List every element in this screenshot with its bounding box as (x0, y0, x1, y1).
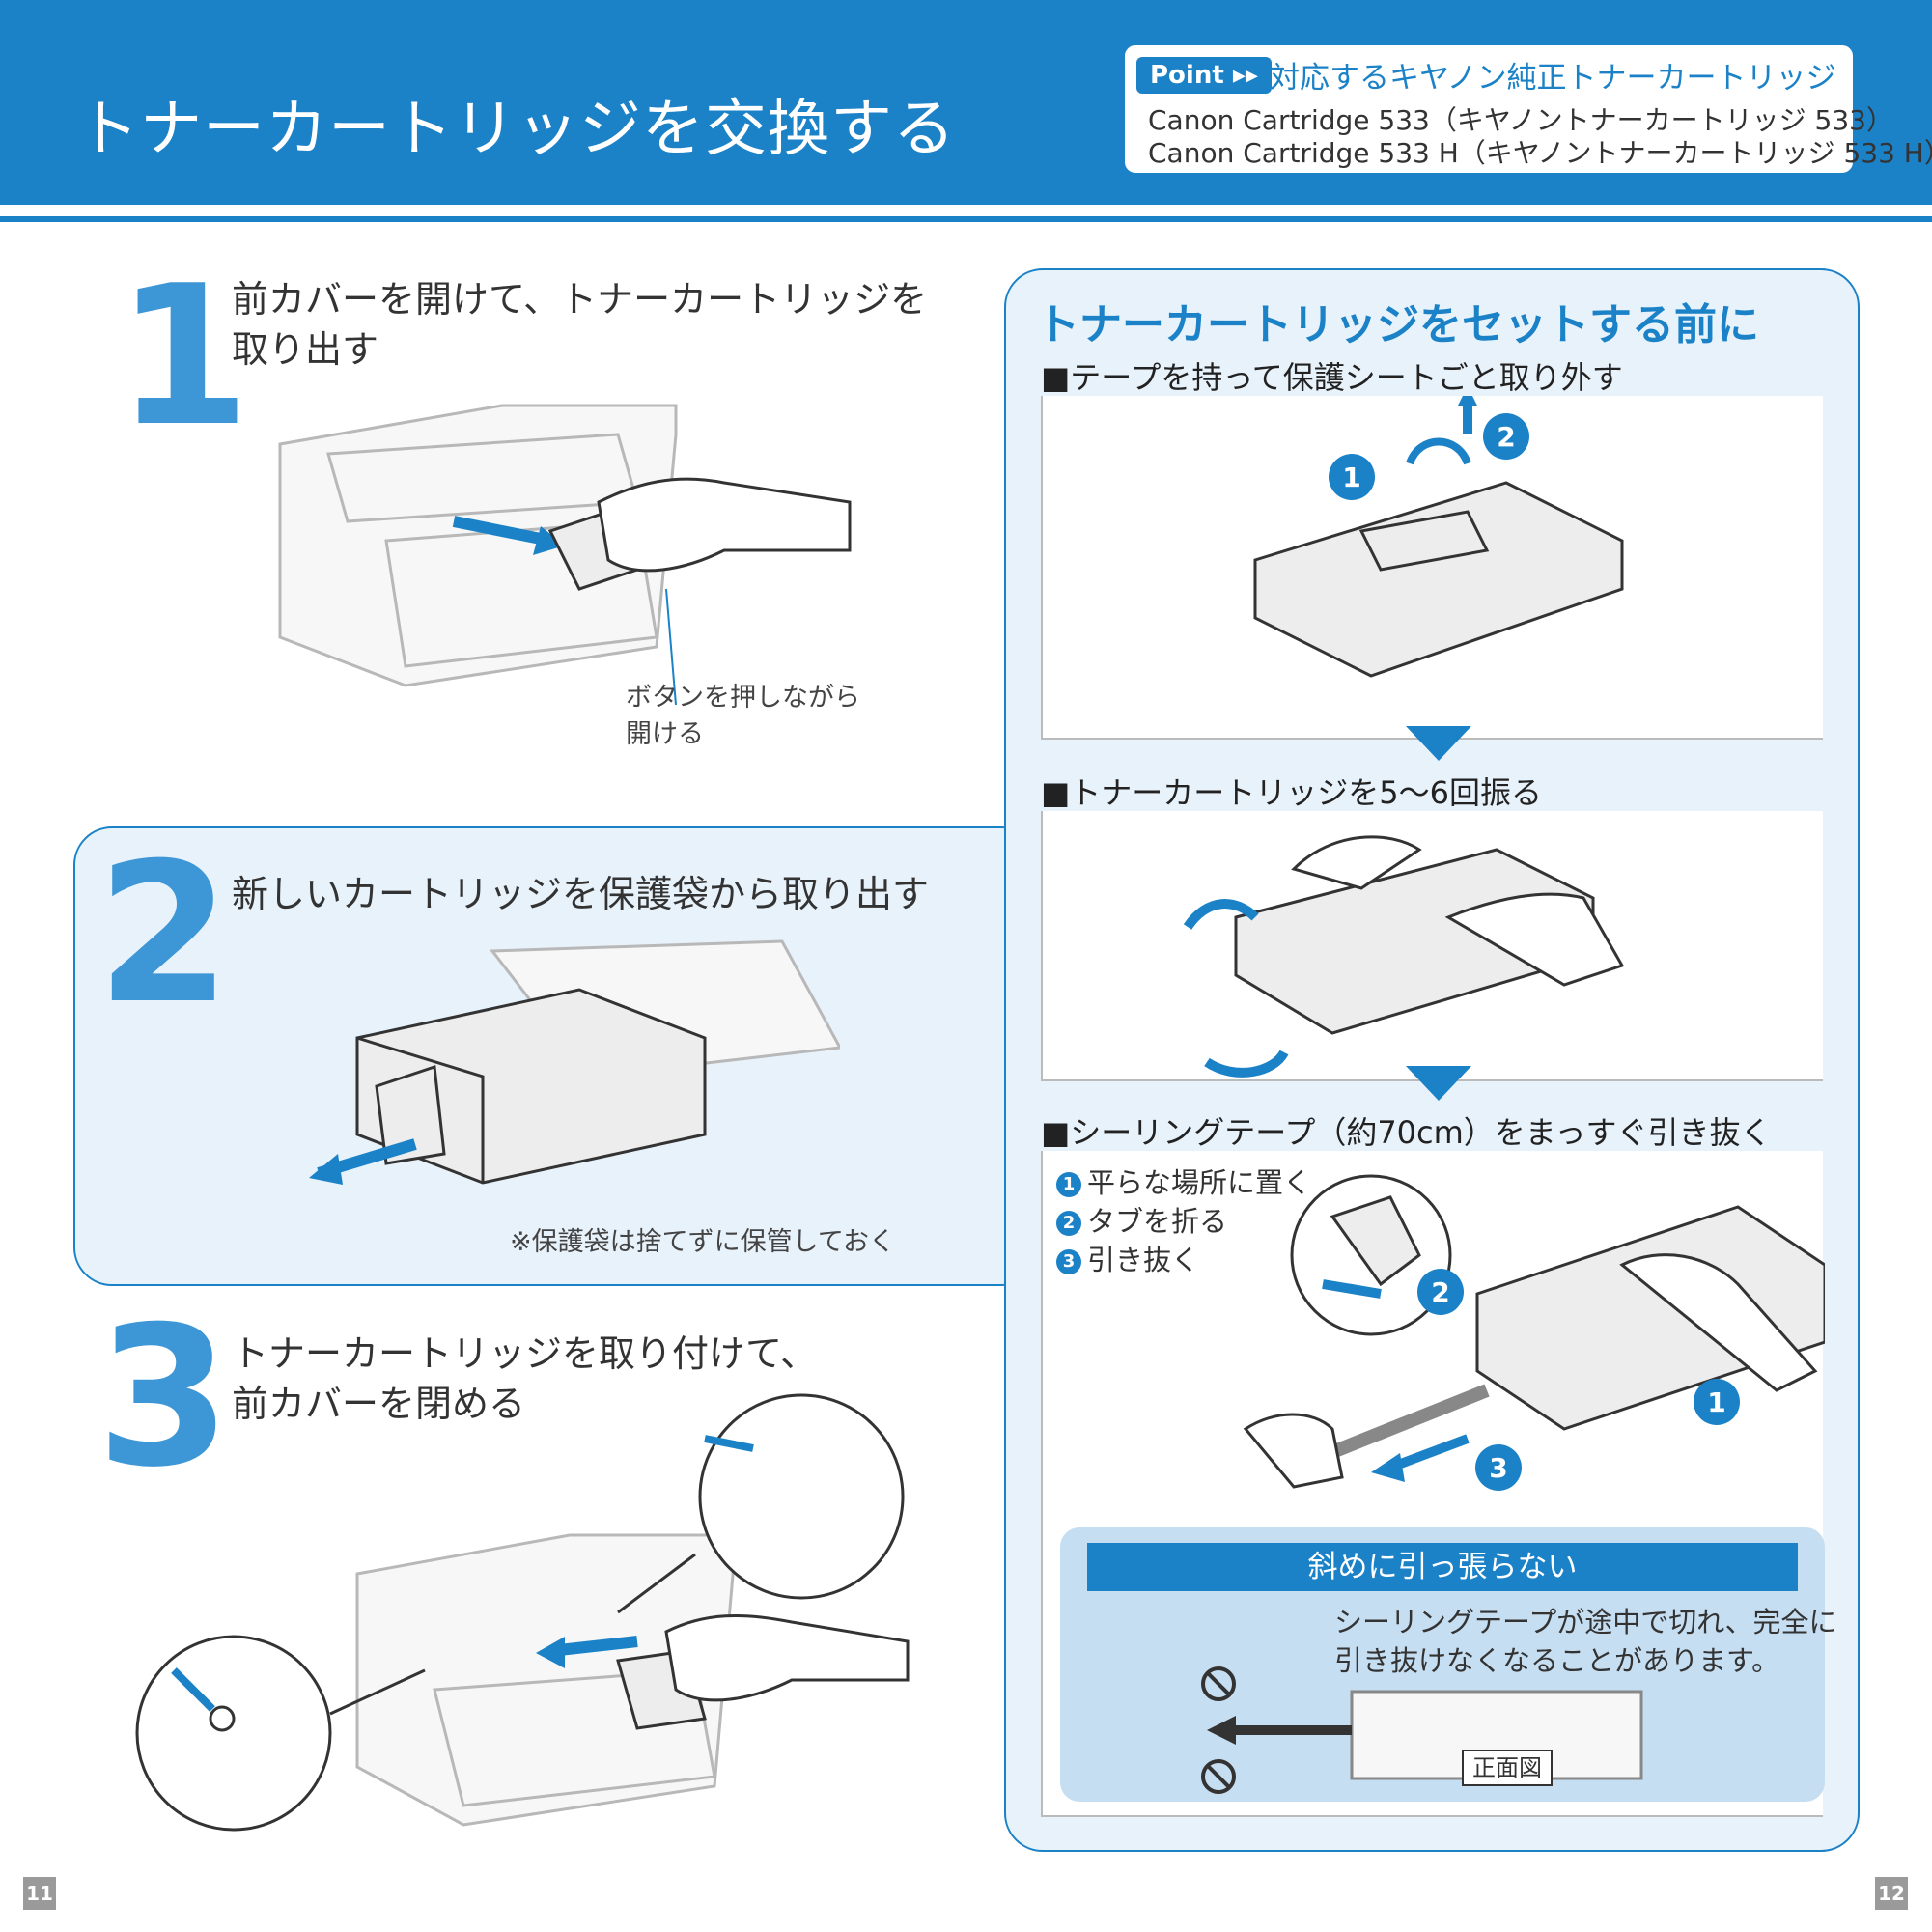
page-number-right: 12 (1875, 1877, 1908, 1910)
front-view-label: 正面図 (1462, 1750, 1553, 1786)
point-cartridge-533: Canon Cartridge 533（キヤノントナーカートリッジ 533） (1148, 104, 1893, 136)
remove-sheet-illustration-box: 1 2 (1041, 386, 1823, 740)
preparation-title: トナーカートリッジをセットする前に (1037, 300, 1759, 350)
seal-step-3-text: 引き抜く (1087, 1244, 1200, 1276)
warning-text: シーリングテープが途中で切れ、完全に 引き抜けなくなることがあります。 (1334, 1603, 1837, 1680)
step1-number: 1 (116, 244, 251, 469)
warning-heading: 斜めに引っ張らない (1087, 1543, 1798, 1591)
warning-line1: シーリングテープが途中で切れ、完全に (1334, 1606, 1837, 1638)
warning-line2: 引き抜けなくなることがあります。 (1334, 1644, 1780, 1677)
step1-line1: 前カバーを開けて、トナーカートリッジを (232, 278, 928, 321)
step2-number: 2 (97, 822, 232, 1047)
point-badge: Point ▸▸ (1136, 57, 1272, 94)
front-view-illustration (1201, 1666, 1643, 1794)
point-cartridge-533h: Canon Cartridge 533 H（キヤノントナーカートリッジ 533 … (1148, 137, 1932, 169)
shake-illustration-box (1041, 811, 1823, 1081)
down-arrow-1 (1406, 726, 1471, 761)
seal-mark-1: 1 (1707, 1386, 1725, 1418)
step1-text: 前カバーを開けて、トナーカートリッジを 取り出す (232, 274, 927, 375)
page-number-left: 11 (23, 1877, 56, 1910)
shake-illustration (1183, 835, 1625, 1078)
step3-printer-illustration (135, 1393, 910, 1832)
sheet-mark-1: 1 (1342, 462, 1360, 493)
seal-step-3-number: 3 (1056, 1249, 1081, 1274)
remove-sheet-illustration: 1 2 (1253, 386, 1624, 678)
step2-note: ※保護袋は捨てずに保管しておく (510, 1227, 896, 1257)
down-arrow-2 (1406, 1066, 1471, 1101)
seal-step-1-text: 平らな場所に置く (1087, 1166, 1312, 1199)
step1-caption-line2: 開ける (626, 719, 704, 749)
step3-text: トナーカートリッジを取り付けて、 前カバーを閉める (232, 1329, 817, 1429)
seal-step-2-text: タブを折る (1087, 1205, 1228, 1238)
step3-line1: トナーカートリッジを取り付けて、 (232, 1332, 818, 1375)
step1-printer-illustration (278, 404, 852, 705)
seal-step-2-number: 2 (1056, 1211, 1081, 1236)
step1-line2: 取り出す (232, 328, 379, 371)
prep-step-remove-sheet: ■テープを持って保護シートごと取り外す (1041, 359, 1623, 396)
point-title: 対応するキヤノン純正トナーカートリッジ (1270, 61, 1836, 96)
prep-step-pull-tape: ■シーリングテープ（約70cm）をまっすぐ引き抜く (1041, 1114, 1772, 1151)
seal-mark-2: 2 (1431, 1276, 1449, 1308)
page-title: トナーカートリッジを交換する (77, 94, 956, 165)
seal-step-1-number: 1 (1056, 1172, 1081, 1197)
step3-number: 3 (97, 1285, 232, 1510)
prep-step-shake: ■トナーカートリッジを5～6回振る (1041, 774, 1542, 811)
sheet-mark-2: 2 (1497, 421, 1515, 453)
step1-caption: ボタンを押しながら 開ける (626, 680, 860, 753)
header-rule (0, 216, 1932, 222)
pull-tape-illustration: 2 1 3 (1243, 1174, 1825, 1491)
step2-cartridge-illustration (309, 939, 840, 1185)
step3-line2: 前カバーを閉める (232, 1383, 526, 1425)
step2-text: 新しいカートリッジを保護袋から取り出す (232, 873, 930, 915)
point-box: Point ▸▸ 対応するキヤノン純正トナーカートリッジ Canon Cartr… (1122, 42, 1932, 176)
seal-mark-3: 3 (1489, 1452, 1507, 1484)
step1-caption-line1: ボタンを押しながら (626, 683, 860, 713)
